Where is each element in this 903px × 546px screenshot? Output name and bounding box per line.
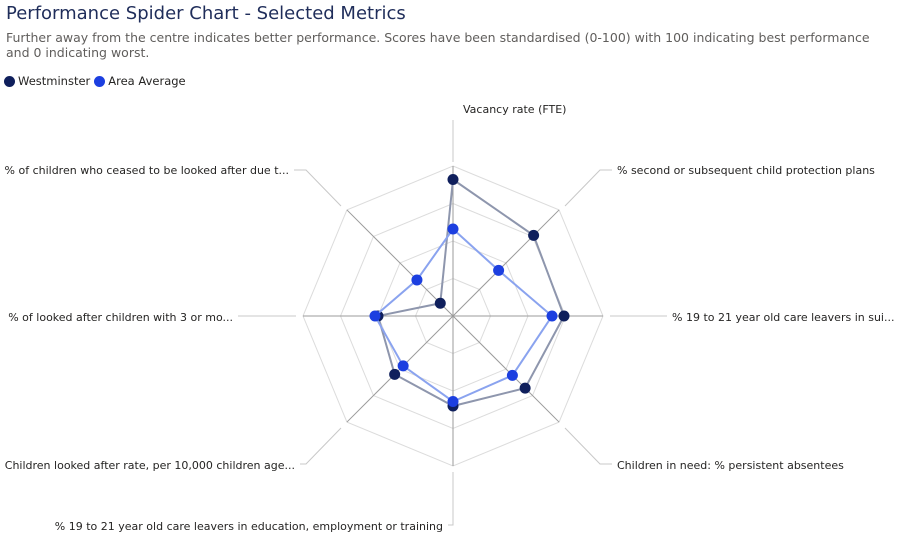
series-line-area-average xyxy=(373,227,554,403)
legend-label-area-average: Area Average xyxy=(108,74,186,88)
legend-item-area-average[interactable]: Area Average xyxy=(94,74,186,88)
axis-leader-line xyxy=(564,427,612,465)
axis-leader-line xyxy=(448,472,454,526)
axis-line xyxy=(452,315,560,423)
data-point-westminster[interactable] xyxy=(389,368,401,380)
data-point-westminster[interactable] xyxy=(447,174,459,185)
data-point-westminster[interactable] xyxy=(434,297,446,309)
axis-leader-line xyxy=(300,427,342,465)
axis-label: % of looked after children with 3 or mo.… xyxy=(8,311,233,324)
data-point-area-average[interactable] xyxy=(506,369,518,381)
axis-label: Children in need: % persistent absentees xyxy=(617,459,844,472)
axis-label: % of children who ceased to be looked af… xyxy=(5,164,289,177)
axis-label: Vacancy rate (FTE) xyxy=(463,103,566,116)
axis-label: % second or subsequent child protection … xyxy=(617,164,875,177)
legend-item-westminster[interactable]: Westminster xyxy=(4,74,90,88)
axis-line xyxy=(346,209,454,317)
data-point-westminster[interactable] xyxy=(558,310,570,322)
data-point-westminster[interactable] xyxy=(528,229,540,241)
legend-label-westminster: Westminster xyxy=(18,74,91,88)
chart-subtitle: Further away from the centre indicates b… xyxy=(6,30,870,60)
data-point-westminster[interactable] xyxy=(519,382,531,394)
data-point-area-average[interactable] xyxy=(397,360,409,372)
data-point-area-average[interactable] xyxy=(447,223,459,235)
data-point-area-average[interactable] xyxy=(447,396,459,407)
legend: Westminster Area Average xyxy=(4,74,190,88)
legend-dot-area-average xyxy=(94,75,106,87)
chart-title: Performance Spider Chart - Selected Metr… xyxy=(6,3,406,24)
data-point-area-average[interactable] xyxy=(411,274,423,286)
axis-label: % 19 to 21 year old care leavers in educ… xyxy=(55,520,443,533)
data-point-area-average[interactable] xyxy=(493,264,505,276)
data-point-area-average[interactable] xyxy=(546,310,558,322)
legend-dot-westminster xyxy=(4,75,15,87)
axis-line xyxy=(452,209,560,317)
axis-leader-line xyxy=(294,169,342,207)
axis-label: Children looked after rate, per 10,000 c… xyxy=(5,459,295,472)
axis-label: % 19 to 21 year old care leavers in sui.… xyxy=(672,311,894,324)
data-point-area-average[interactable] xyxy=(369,310,381,322)
axis-leader-line xyxy=(564,169,612,207)
